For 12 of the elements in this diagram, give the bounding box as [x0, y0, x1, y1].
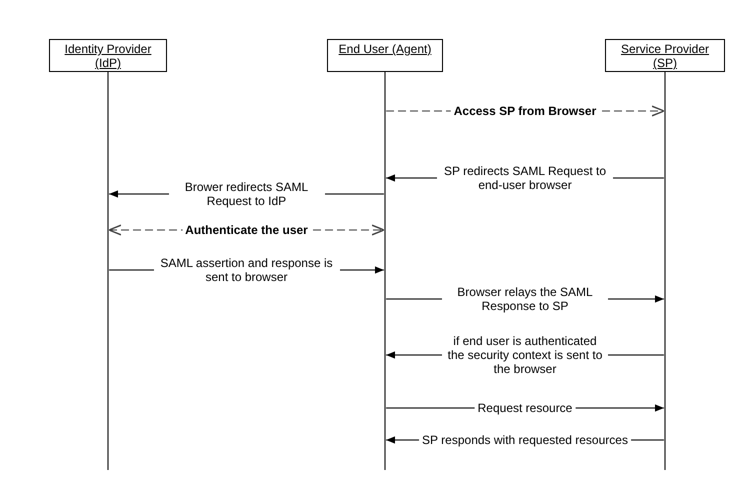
participant-box: Service Provider (SP)	[605, 39, 725, 72]
edge-label: Brower redirects SAML Request to IdP	[168, 180, 324, 208]
edge-label: Access SP from Browser	[450, 104, 600, 118]
edge-label: if end user is authenticated the security context is sent to the browser	[442, 334, 608, 376]
edge-label: SAML assertion and response is sent to browser	[154, 256, 340, 284]
edge-label: SP responds with requested resources	[419, 433, 631, 447]
edge-label: Authenticate the user	[182, 223, 311, 237]
edge-label: Request resource	[474, 401, 576, 415]
participant-box: Identity Provider (IdP)	[49, 39, 167, 72]
participant-box: End User (Agent)	[327, 39, 443, 72]
edge-label: SP redirects SAML Request to end-user browser	[437, 164, 613, 192]
edge-label: Browser relays the SAML Response to SP	[442, 285, 608, 313]
